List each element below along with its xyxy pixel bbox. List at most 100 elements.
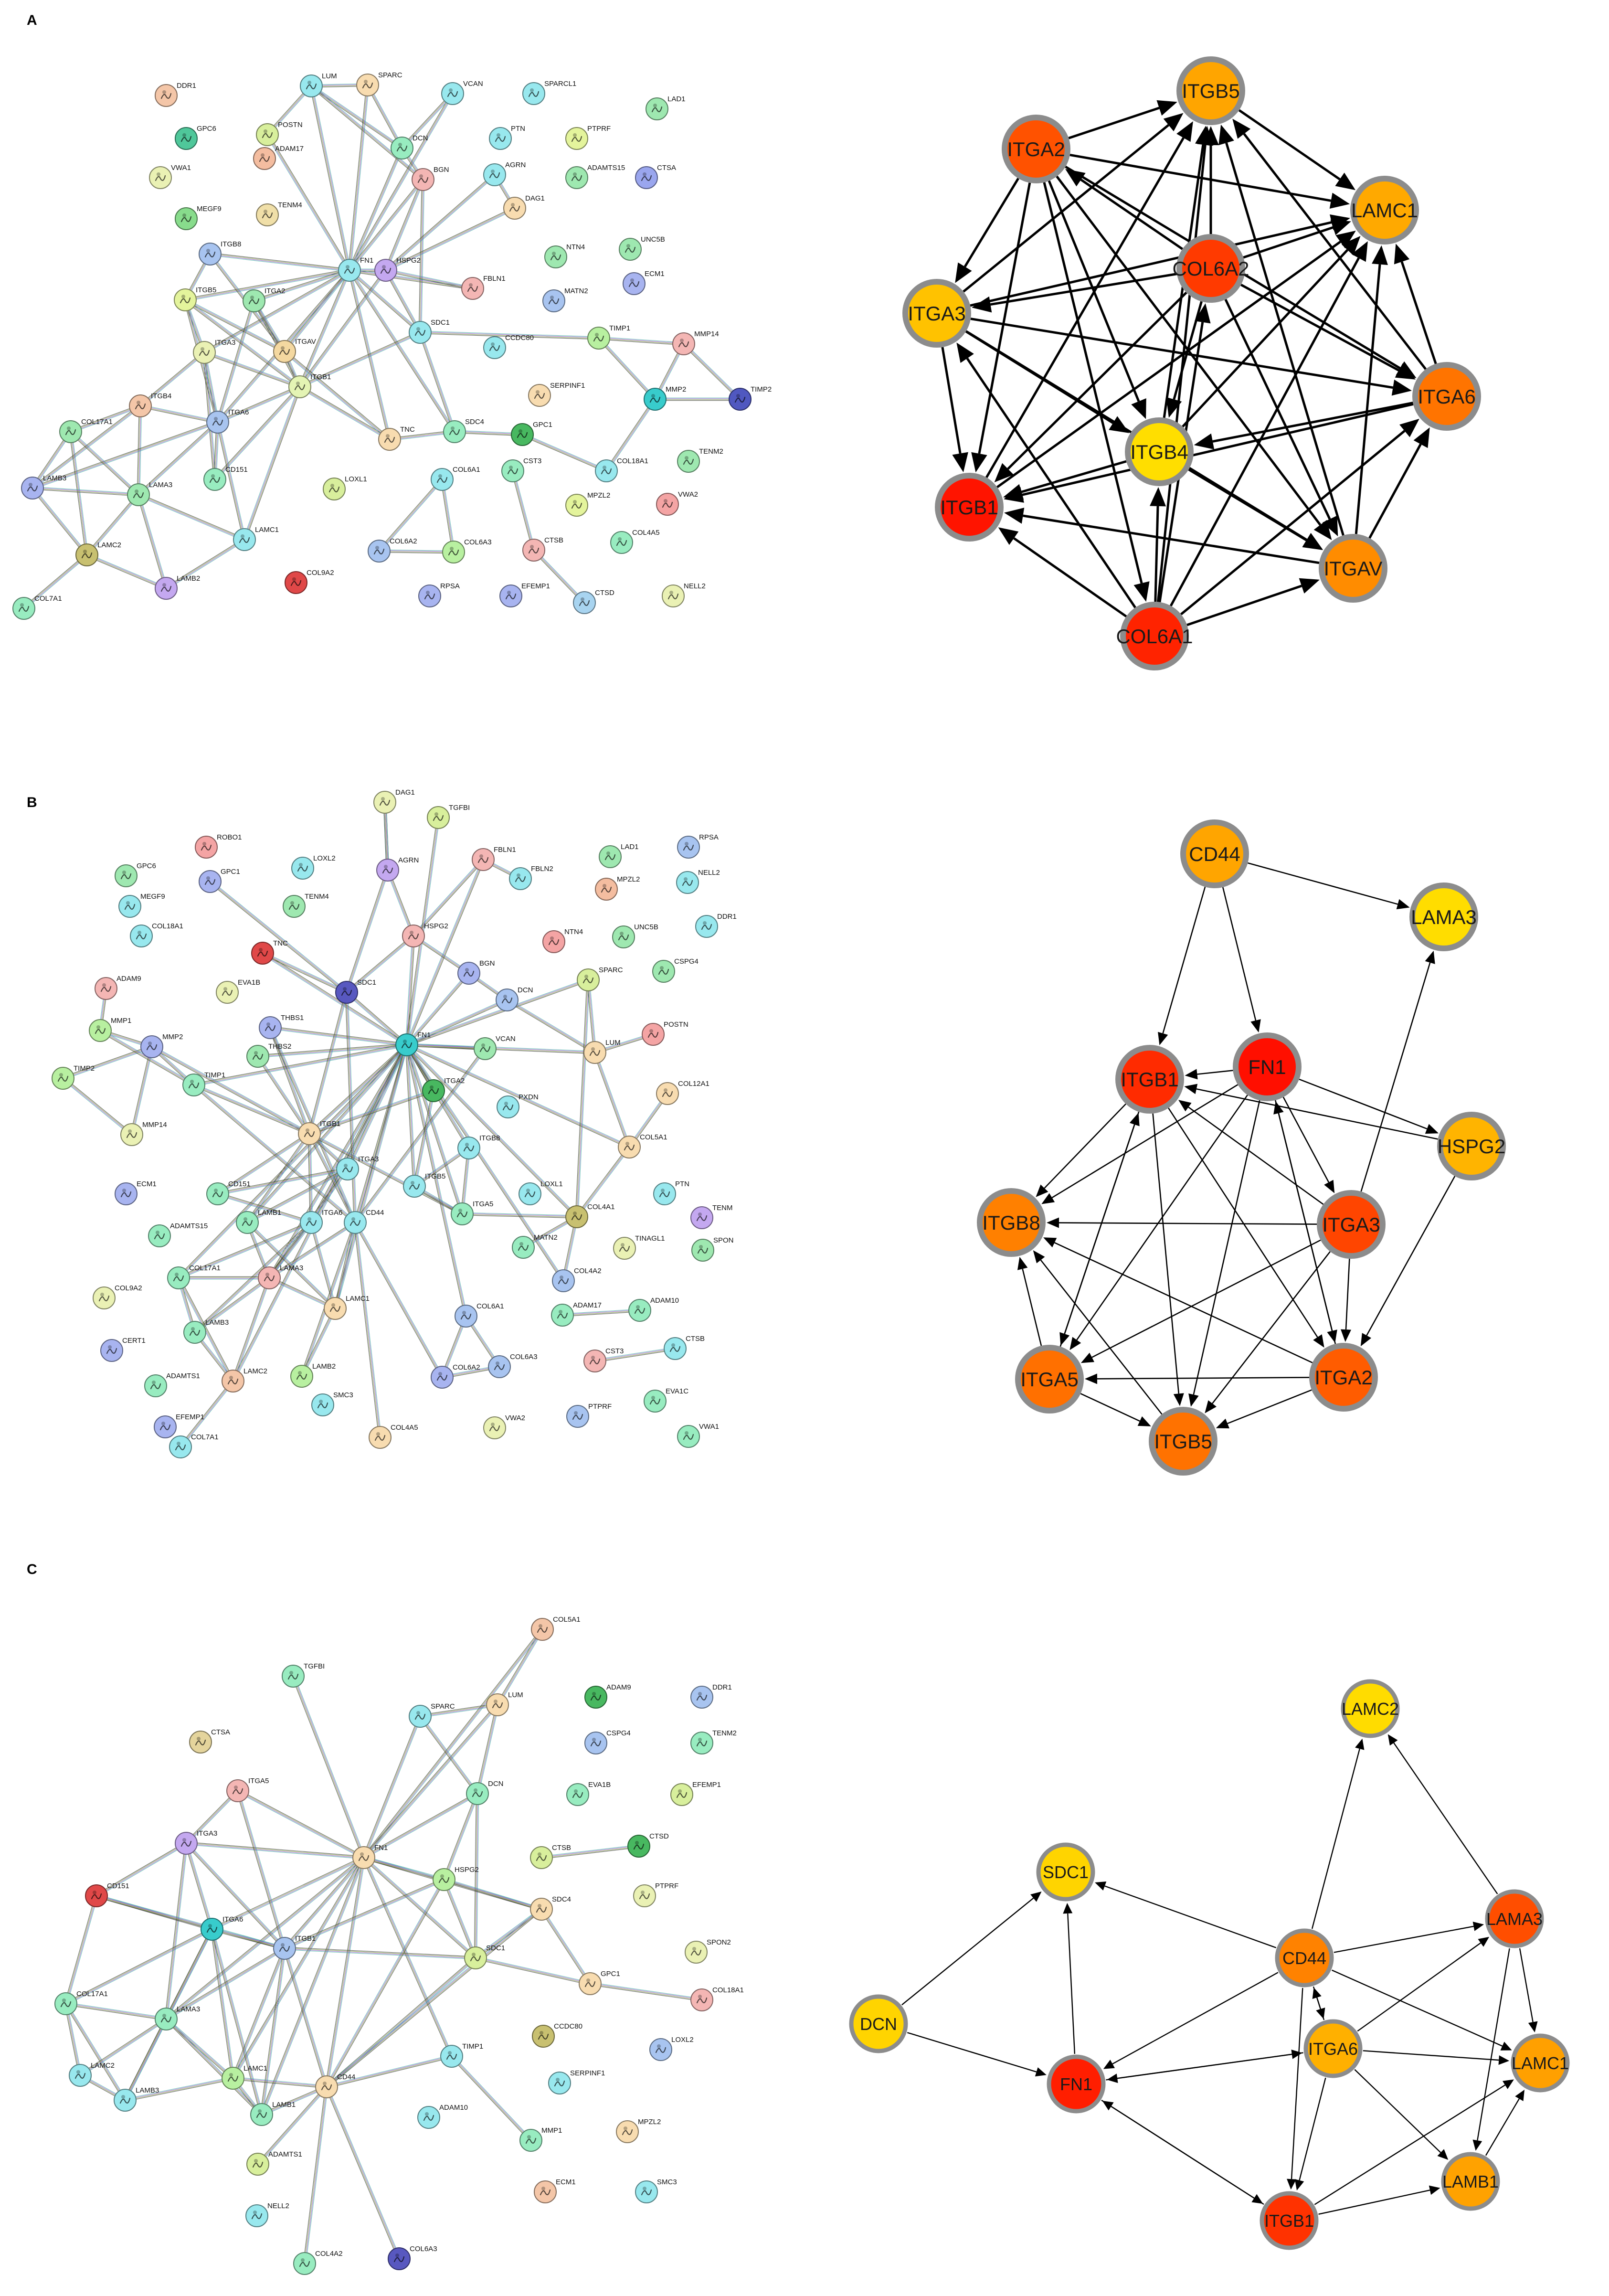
string-node-loxl1: LOXL1	[323, 475, 367, 500]
string-edge-dcn-fn1	[363, 1792, 478, 1859]
hub-node-itgb8: ITGB8	[977, 1188, 1046, 1257]
string-node-ecm1: ECM1	[623, 270, 665, 295]
string-node-label: COL6A3	[410, 2245, 437, 2253]
string-node-label: MMP1	[541, 2126, 562, 2135]
string-node-nell2: NELL2	[662, 582, 706, 607]
hub-node-label: HSPG2	[1438, 1135, 1505, 1158]
string-node-lamc2: LAMC2	[222, 1367, 267, 1392]
string-node-label: SMC3	[333, 1391, 353, 1399]
string-node-thbs1: THBS1	[259, 1014, 304, 1039]
string-node-lad1: LAD1	[599, 843, 639, 868]
string-node-label: COL18A1	[152, 922, 183, 930]
string-edge-itgb1-cd44	[308, 1133, 357, 1223]
string-edge-col6a2-col6a3	[379, 549, 454, 554]
string-edge-cd44-col6a3	[325, 2086, 401, 2260]
string-edge-sparc-fn1	[362, 1715, 422, 1859]
string-node-tenm2: TENM2	[677, 447, 723, 473]
hub-edge-col6a1-lamc1	[1170, 241, 1368, 606]
string-node-label: ADAMTS1	[268, 2150, 302, 2158]
hub-node-lama3: LAMA3	[1409, 882, 1478, 951]
hub-edge-itga3-lamc1	[970, 214, 1350, 307]
string-edge-hspg2-sdc4	[444, 1878, 542, 1911]
hub-node-label: ITGB5	[1182, 80, 1239, 102]
string-edge-cst3-ctsb	[511, 470, 536, 551]
string-edge-bgn-hspg2	[384, 179, 425, 271]
string-node-lamc1: LAMC1	[324, 1295, 370, 1320]
string-edges-c	[64, 1628, 702, 2264]
string-node-label: COL5A1	[553, 1616, 581, 1624]
string-node-label: ADAM9	[606, 1683, 631, 1691]
hub-node-itgav: ITGAV	[1319, 534, 1387, 603]
string-edge-mmp2-col18a1	[605, 398, 656, 472]
string-node-label: MMP14	[694, 330, 719, 338]
string-edge-vcan-cd44	[354, 1048, 487, 1223]
string-node-adam9: ADAM9	[95, 975, 141, 1000]
string-node-ctsd: CTSD	[573, 589, 614, 614]
string-node-mmp14: MMP14	[120, 1121, 167, 1146]
string-edge-vcan-dcn	[401, 92, 454, 149]
string-node-itga2: ITGA2	[422, 1077, 465, 1102]
string-node-itga2: ITGA2	[243, 287, 285, 312]
string-node-gpc1: GPC1	[579, 1970, 620, 1995]
string-edge-dcn-sdc1	[474, 1793, 479, 1958]
string-node-adam17: ADAM17	[551, 1301, 602, 1327]
string-edge-lama3-col17a1	[179, 1276, 269, 1280]
string-edge-bgn-sdc1	[418, 179, 425, 333]
string-node-label: LOXL1	[345, 475, 367, 483]
string-node-label: GPC6	[137, 862, 156, 870]
string-edge-lama3-lamc2	[79, 2018, 167, 2077]
string-node-label: TIMP1	[462, 2042, 483, 2051]
string-edge-tnc-itgb1	[299, 385, 391, 441]
string-edge-lama3-lamb2	[137, 494, 168, 589]
string-edge-sdc1-gpc1	[475, 1956, 591, 1986]
string-edge-lamc1-lamb2	[165, 538, 245, 590]
string-node-label: MMP2	[666, 385, 686, 393]
hub-node-label: ITGB1	[940, 496, 998, 519]
string-node-label: ITGA2	[265, 287, 285, 295]
string-node-col4a2: COL4A2	[552, 1267, 602, 1292]
string-node-label: TIMP1	[609, 324, 630, 332]
hub-node-label: ITGB5	[1154, 1430, 1212, 1453]
hub-edge-col6a2-itgb1	[994, 291, 1187, 482]
string-node-label: HSPG2	[396, 256, 421, 265]
string-node-lamb3: LAMB3	[114, 2086, 159, 2112]
string-node-label: COL4A1	[587, 1203, 615, 1211]
hub-node-sdc1: SDC1	[1036, 1842, 1095, 1902]
string-node-mmp2: MMP2	[644, 385, 686, 411]
hub-edge-itga3-itga6	[970, 318, 1412, 396]
string-node-label: TENM4	[278, 201, 302, 209]
string-edge-fn1-sdc4	[348, 269, 456, 433]
string-edge-lama3-lamc2	[231, 1277, 271, 1382]
string-node-sparc: SPARC	[409, 1702, 455, 1728]
string-node-robo1: ROBO1	[195, 833, 242, 859]
string-edge-timp1-mmp1	[450, 2055, 532, 2142]
string-edge-itga3-cd151	[217, 1167, 348, 1196]
string-node-label: LAMA3	[280, 1264, 303, 1272]
string-edge-sdc1-itgb1	[307, 992, 349, 1134]
string-node-label: COL4A5	[632, 529, 660, 537]
string-edge-fn1-itgb8	[210, 252, 350, 272]
string-node-tenm2: TENM2	[690, 1729, 737, 1754]
string-node-label: ITGA3	[197, 1829, 217, 1838]
hub-node-itgb4: ITGB4	[1125, 417, 1194, 486]
string-node-label: TGFBI	[304, 1662, 325, 1670]
string-node-label: LAMB3	[205, 1318, 229, 1327]
string-node-lama3: LAMA3	[127, 481, 172, 506]
string-edge-lama3-lamb3	[124, 2018, 168, 2101]
string-node-label: CD151	[107, 1882, 129, 1890]
string-edge-mmp2-timp2	[655, 397, 740, 401]
string-node-label: ITGB4	[151, 392, 171, 400]
hub-node-dcn: DCN	[849, 1994, 908, 2053]
hub-node-label: COL6A2	[1172, 257, 1249, 280]
string-node-col6a1: COL6A1	[455, 1302, 504, 1328]
string-node-label: COL6A1	[453, 466, 480, 474]
string-node-sdc4: SDC4	[530, 1895, 571, 1921]
string-node-matn2: MATN2	[512, 1233, 558, 1259]
string-node-label: ITGB8	[221, 240, 241, 248]
string-node-label: EVA1B	[588, 1781, 611, 1789]
string-node-label: CERT1	[122, 1337, 146, 1345]
string-node-ptprf: PTPRF	[633, 1882, 678, 1907]
hub-edge-itga3-itgb8	[1046, 1217, 1317, 1228]
hub-node-label: SDC1	[1043, 1862, 1089, 1882]
